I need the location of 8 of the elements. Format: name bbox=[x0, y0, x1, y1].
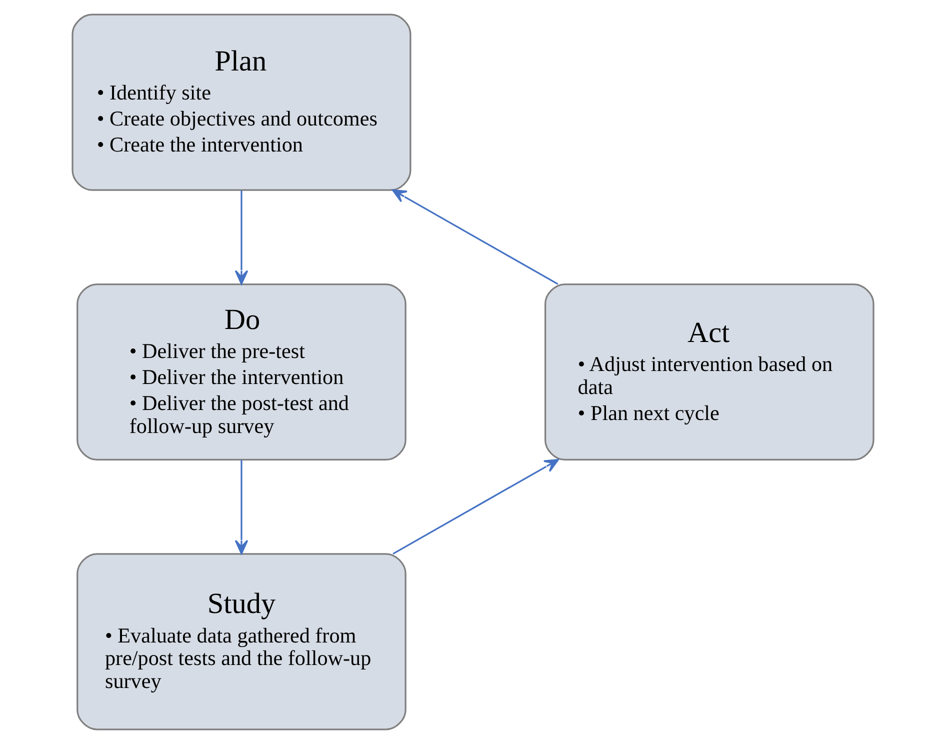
arrow bbox=[234, 460, 248, 554]
arrow bbox=[392, 458, 559, 554]
arrow bbox=[392, 189, 558, 285]
node-box: Study • Evaluate data gathered from pre/post tests and the follow-up survey bbox=[76, 553, 406, 730]
node-box: Do • Deliver the pre-test • Deliver the intervention • Deliver the post-test and follow-up survey bbox=[76, 283, 406, 461]
arrow bbox=[234, 190, 248, 285]
node-box: Plan • Identify site • Create objectives and outcomes • Create the intervention bbox=[72, 14, 412, 191]
node-box: Act • Adjust intervention based on data • Plan next cycle bbox=[544, 283, 874, 461]
